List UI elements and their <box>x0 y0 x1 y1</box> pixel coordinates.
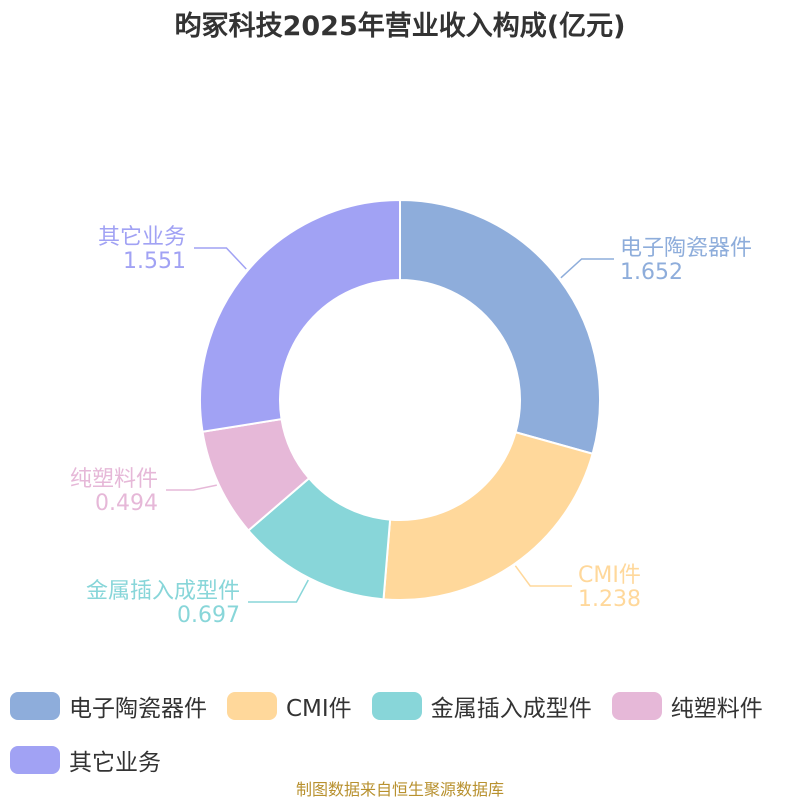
slice-label-0: 电子陶瓷器件 <box>620 236 752 261</box>
leader-line-0 <box>560 258 614 279</box>
slice-4[interactable] <box>199 198 401 433</box>
slice-label-4: 其它业务 <box>98 225 186 250</box>
slice-label-2: 金属插入成型件 <box>86 579 240 604</box>
legend-swatch <box>10 692 60 720</box>
legend-swatch <box>611 692 662 720</box>
legend-item-1[interactable]: CMI件 <box>227 686 352 726</box>
slice-value-4: 1.551 <box>123 249 186 274</box>
slice-value-0: 1.652 <box>620 260 683 285</box>
legend-label: 纯塑料件 <box>670 696 763 722</box>
slice-value-3: 0.494 <box>95 491 158 516</box>
leader-line-2 <box>248 579 309 603</box>
legend-label: 电子陶瓷器件 <box>69 696 207 722</box>
legend-item-2[interactable]: 金属插入成型件 <box>371 686 592 726</box>
slice-0[interactable] <box>399 198 601 456</box>
legend: 电子陶瓷器件 CMI件 金属插入成型件 纯塑料件 其它业务 <box>10 686 800 780</box>
legend-swatch <box>10 746 60 774</box>
legend-label: 金属插入成型件 <box>430 696 592 722</box>
legend-swatch <box>227 692 277 720</box>
slice-label-3: 纯塑料件 <box>70 467 158 492</box>
legend-item-3[interactable]: 纯塑料件 <box>611 686 763 726</box>
legend-label: 其它业务 <box>69 750 161 776</box>
leader-line-4 <box>194 247 247 270</box>
legend-item-0[interactable]: 电子陶瓷器件 <box>10 686 207 726</box>
legend-item-4[interactable]: 其它业务 <box>10 740 161 780</box>
leader-line-1 <box>514 565 572 587</box>
slice-value-2: 0.697 <box>177 603 240 628</box>
legend-swatch <box>371 692 422 720</box>
source-note: 制图数据来自恒生聚源数据库 <box>295 780 504 799</box>
legend-label: CMI件 <box>286 696 352 722</box>
chart-title: 昀冢科技2025年营业收入构成(亿元) <box>174 11 626 42</box>
slice-1[interactable] <box>382 431 594 601</box>
slice-value-1: 1.238 <box>578 587 641 612</box>
slice-label-1: CMI件 <box>578 563 641 588</box>
leader-line-3 <box>166 484 217 491</box>
